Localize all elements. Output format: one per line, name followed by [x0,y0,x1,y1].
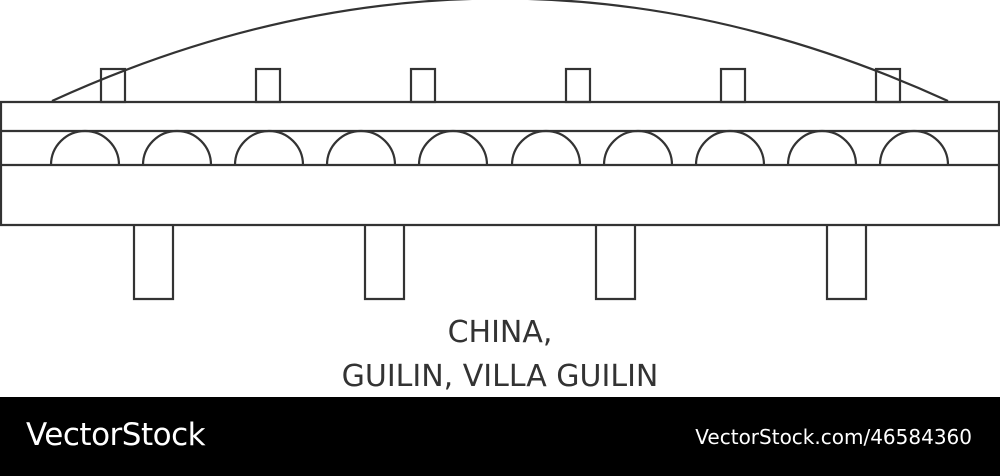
bridge-icon [0,0,1000,301]
bridge-arch [51,0,949,103]
brand-logo: VectorStock [26,417,206,453]
bridge-arches [49,129,950,166]
bridge-deck [0,100,1000,227]
bridge-pillars [132,225,868,301]
bridge-hangers [99,67,902,104]
caption-location: GUILIN, VILLA GUILIN [341,359,659,394]
caption-country: CHINA, [447,315,553,350]
watermark-footer: VectorStock VectorStock.com/46584360 [0,397,1000,476]
image-id-text: VectorStock.com/46584360 [695,425,972,449]
